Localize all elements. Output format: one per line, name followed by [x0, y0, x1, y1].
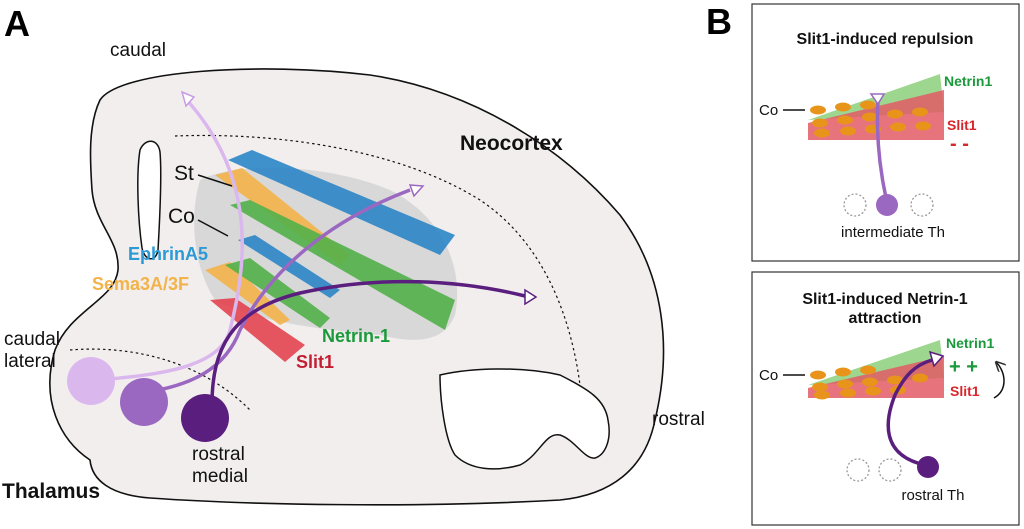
ephrin-label: EphrinA5: [128, 244, 208, 264]
attraction-growth-cone: [928, 350, 945, 368]
attraction-signs: + +: [949, 356, 978, 378]
attraction-empty-nucleus-middle: [878, 458, 902, 482]
panel-a-letter: A: [4, 3, 30, 44]
repulsion-axon: [875, 99, 888, 199]
netrin-wedge-lower: [225, 258, 330, 328]
rostral-medial-axon: [210, 279, 526, 406]
co-label: Co: [168, 205, 195, 228]
repulsion-signs: - -: [950, 133, 969, 155]
repulsion-title: Slit1-induced repulsion: [797, 31, 974, 48]
rostral-medial-label-line2: medial: [192, 466, 248, 487]
st-label: St: [174, 162, 194, 185]
repulsion-empty-nucleus-right: [910, 193, 934, 217]
third-ventricle-shape: [439, 368, 610, 470]
st-pointer: [197, 174, 233, 187]
slit-label: Slit1: [296, 352, 334, 372]
attraction-co-label: Co: [759, 367, 778, 384]
attraction-co-cells: [810, 365, 928, 400]
attraction-box: [751, 271, 1020, 526]
attraction-title-line1: Slit1-induced Netrin-1: [802, 291, 967, 308]
rostral-medial-nucleus: [181, 394, 229, 442]
panel-b-letter: B: [706, 1, 732, 42]
repulsion-caption: intermediate Th: [841, 224, 945, 241]
thalamus-label: Thalamus: [2, 480, 100, 503]
intermediate-growth-cone: [408, 184, 425, 198]
attraction-rostral-nucleus: [917, 456, 939, 478]
rostral-medial-growth-cone: [524, 288, 538, 306]
repulsion-slit-label: Slit1: [947, 117, 977, 133]
attraction-title-line2: attraction: [849, 310, 922, 327]
attraction-axon: [886, 358, 933, 467]
ephrin-wedge-upper: [228, 150, 455, 255]
attraction-empty-nucleus-left: [846, 458, 870, 482]
repulsion-growth-cone: [869, 93, 886, 106]
netrin-wedge-upper: [230, 200, 455, 330]
caudal-lateral-label-line2: lateral: [4, 351, 56, 372]
attraction-netrin-label: Netrin1: [946, 335, 994, 351]
attraction-arrow: [993, 362, 1004, 399]
caudal-label: caudal: [110, 40, 166, 61]
caudal-lateral-growth-cone: [180, 90, 196, 108]
attraction-slit-label: Slit1: [950, 383, 980, 399]
thalamic-boundary-dashed: [69, 348, 251, 411]
caudal-lateral-axon: [99, 96, 244, 382]
repulsion-netrin-label: Netrin1: [944, 73, 992, 89]
rostral-medial-label-line1: rostral: [192, 444, 245, 465]
repulsion-co-label: Co: [759, 102, 778, 119]
repulsion-co-cells: [810, 100, 931, 138]
sema-wedge-lower: [205, 262, 290, 325]
co-pointer: [197, 219, 229, 237]
attraction-caption: rostral Th: [901, 487, 964, 504]
intermediate-nucleus: [120, 378, 168, 426]
lateral-ventricle-shape: [137, 140, 162, 260]
repulsion-empty-nucleus-left: [843, 193, 867, 217]
netrin-label: Netrin-1: [322, 326, 390, 346]
repulsion-intermediate-nucleus: [876, 194, 898, 216]
rostral-label: rostral: [652, 409, 705, 430]
caudal-lateral-label-line1: caudal: [4, 329, 60, 350]
caudal-lateral-nucleus: [67, 357, 115, 405]
sema-label: Sema3A/3F: [92, 274, 189, 294]
neocortex-label: Neocortex: [460, 132, 563, 155]
